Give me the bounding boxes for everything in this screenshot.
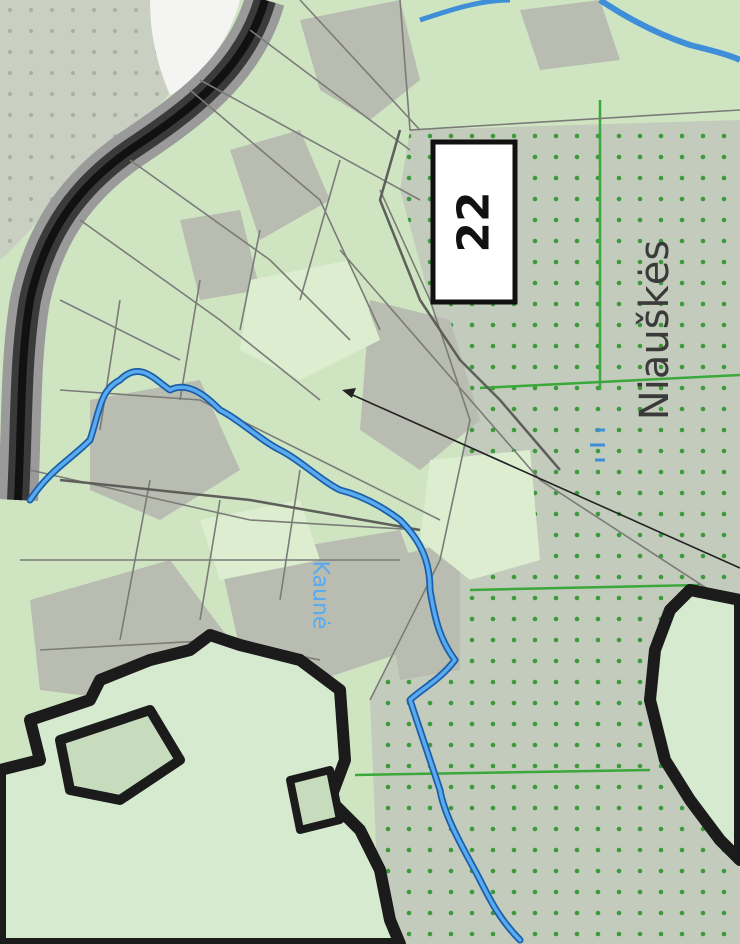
blue-ticks [590, 428, 605, 462]
stream-top-right [598, 0, 740, 63]
protected-zone-right [644, 584, 740, 866]
protected-zone-left [0, 629, 406, 944]
stream-top [419, 0, 511, 23]
gray-parcels [30, 0, 620, 700]
forest-area-dots [370, 120, 740, 944]
area-number-box[interactable]: 22 [430, 139, 518, 305]
protected-zone-small [286, 766, 344, 834]
protected-zone-inner [55, 705, 185, 805]
arrow-pointer-icon [342, 388, 740, 569]
track-lines [59, 129, 561, 532]
place-name-label: Niauškės [632, 240, 678, 420]
river-name-label: Kaunė [308, 561, 333, 630]
road-band-core [14, 0, 269, 501]
river [28, 369, 522, 942]
white-area [150, 0, 240, 95]
forest-section-lines [354, 100, 740, 777]
area-number: 22 [449, 191, 500, 252]
